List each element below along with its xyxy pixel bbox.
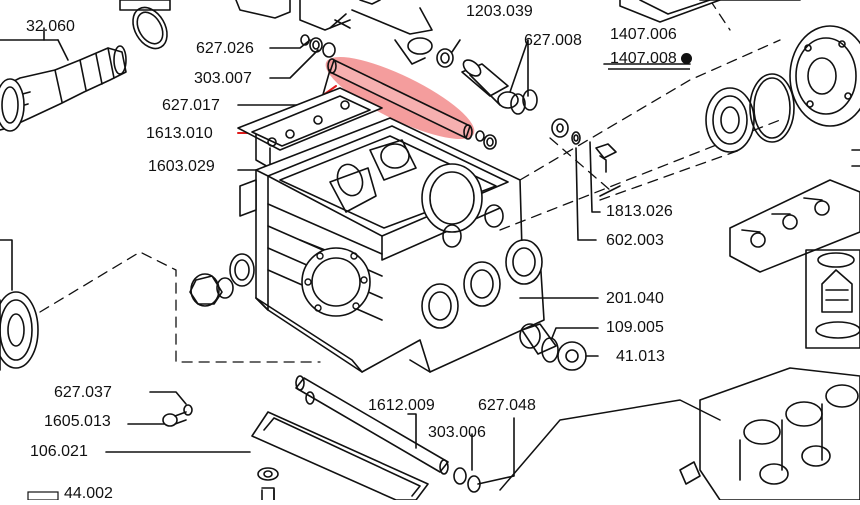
label-1813-026: 1813.026: [606, 203, 673, 220]
crankcase-housing: [229, 87, 545, 373]
label-1203-039: 1203.039: [466, 3, 533, 20]
special-part-dot-icon: [680, 53, 692, 64]
label-1612-009: 1612.009: [368, 397, 435, 414]
seal-ring-top-left: [132, 6, 168, 50]
bolt-1813-026: [595, 143, 617, 173]
washer-602-003: [571, 131, 581, 145]
label-1407-006: 1407.006: [610, 26, 677, 43]
label-32-060: 32.060: [26, 18, 75, 35]
pump-head: [679, 367, 860, 501]
dashed-assembly-lines: [39, 0, 781, 363]
valve-plate-right: [729, 179, 860, 273]
label-627-017: 627.017: [162, 97, 220, 114]
label-602-003: 602.003: [606, 232, 664, 249]
plunger-guide-top: [235, 0, 433, 65]
label-1407-008: 1407.008: [610, 50, 692, 68]
bushing-109-005: [519, 323, 559, 363]
crankshaft-32-060: [0, 45, 127, 132]
plate-106-021: [251, 411, 429, 501]
drain-plug: [189, 273, 234, 307]
label-1613-010[interactable]: 1613.010: [146, 125, 213, 142]
bearing-1407-006: [705, 87, 755, 153]
label-627-026: 627.026: [196, 40, 254, 57]
label-303-007: 303.007: [194, 70, 252, 87]
bushing-627-008: [461, 59, 538, 115]
label-109-005: 109.005: [606, 319, 664, 336]
bolt-bottom: [257, 467, 279, 501]
label-1407-008-text: 1407.008: [610, 50, 677, 67]
label-41-013: 41.013: [616, 348, 665, 365]
rod-1612-009: [295, 375, 449, 475]
bolt-1605-013: [162, 411, 187, 427]
label-106-021: 106.021: [30, 443, 88, 460]
top-clip-part: [119, 0, 171, 11]
label-627-037: 627.037: [54, 384, 112, 401]
left-bearing: [0, 291, 39, 371]
label-627-008: 627.008: [524, 32, 582, 49]
ring-1203-039: [436, 48, 454, 68]
valve-seat: [805, 249, 860, 349]
label-44-002: 44.002: [64, 485, 113, 502]
plunger-rod-1613-010: [327, 58, 473, 140]
label-303-006: 303.006: [428, 424, 486, 441]
label-627-048: 627.048: [478, 397, 536, 414]
washer-41-013: [557, 341, 587, 371]
oring-1407-008: [749, 73, 795, 143]
label-1603-029: 1603.029: [148, 158, 215, 175]
highlight-overlay: [325, 56, 475, 140]
label-201-040: 201.040: [606, 290, 664, 307]
bearing-cover: [789, 25, 860, 127]
label-1605-013: 1605.013: [44, 413, 111, 430]
